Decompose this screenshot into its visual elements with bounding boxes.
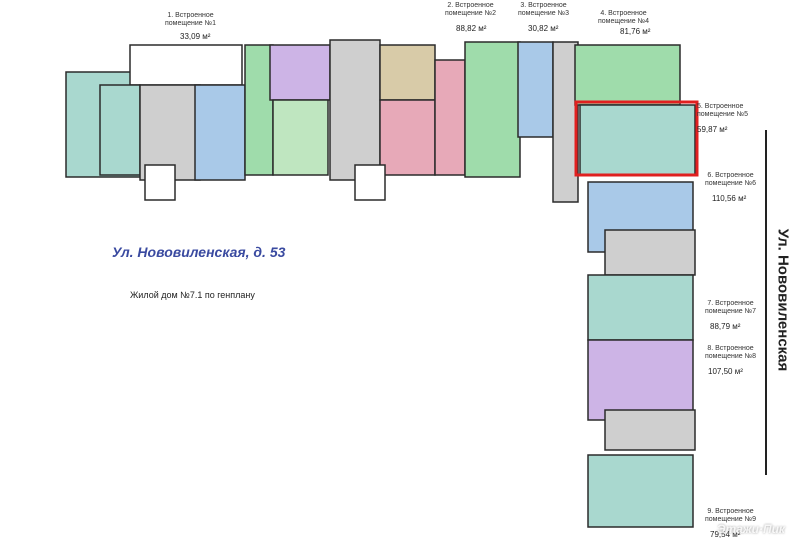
- unit-4-area: 81,76 м²: [620, 27, 651, 36]
- street-name-vertical: Ул. Нововиленская: [774, 228, 792, 372]
- highlight-unit-5: [574, 100, 699, 177]
- left-wing: [65, 39, 466, 201]
- unit-7-area: 88,79 м²: [710, 322, 741, 331]
- right-wing: [587, 181, 696, 528]
- watermark-logo: Этажи·Пик: [716, 522, 785, 536]
- unit-5-area: 59,87 м²: [697, 125, 728, 134]
- corner-units: [464, 41, 696, 203]
- unit-1-area: 33,09 м²: [180, 32, 211, 41]
- street-divider: [765, 130, 767, 475]
- unit-3-area: 30,82 м²: [528, 24, 559, 33]
- unit-2-area: 88,82 м²: [456, 24, 487, 33]
- house-caption: Жилой дом №7.1 по генплану: [130, 290, 255, 300]
- unit-6-area: 110,56 м²: [712, 194, 747, 203]
- unit-8-area: 107,50 м²: [708, 367, 743, 376]
- street-title: Ул. Нововиленская, д. 53: [112, 244, 286, 260]
- unit-9-area: 79,54 м²: [710, 530, 741, 539]
